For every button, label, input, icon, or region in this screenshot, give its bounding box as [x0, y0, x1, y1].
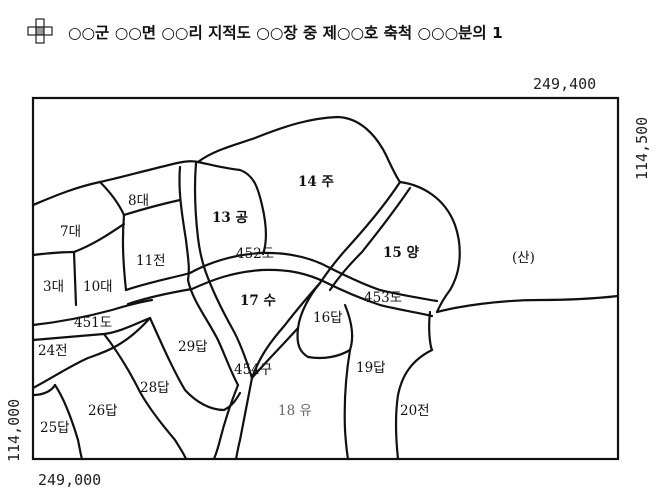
parcel-label-16: 16답 — [313, 310, 343, 326]
parcel-label-17: 17 수 — [240, 293, 276, 309]
map-sheet-index-icon — [27, 18, 53, 44]
map-frame — [31, 96, 620, 461]
parcel-label-18: 18 유 — [278, 403, 312, 419]
coord-right-y: 114,500 — [633, 117, 651, 180]
road-network — [124, 161, 439, 461]
coord-top-right-x: 249,400 — [533, 75, 596, 93]
parcel-label-19: 19답 — [356, 360, 386, 376]
parcel-label-29: 29답 — [178, 339, 208, 355]
coord-bottom-left-x: 249,000 — [38, 471, 101, 489]
road-label-452: 452도 — [236, 246, 274, 262]
parcel-label-7: 7대 — [60, 224, 81, 240]
parcel-label-28: 28답 — [140, 380, 170, 396]
parcel-label-14: 14 주 — [298, 174, 334, 190]
road-label-453: 453도 — [364, 290, 402, 306]
road-label-454: 454구 — [234, 362, 272, 378]
coord-left-y: 114,000 — [5, 399, 23, 462]
parcel-label-10: 10대 — [83, 279, 113, 295]
parcel-label-25: 25답 — [40, 420, 70, 436]
road-label-451: 451도 — [74, 315, 112, 331]
parcel-label-mountain: (산) — [512, 250, 535, 266]
parcel-label-26: 26답 — [88, 403, 118, 419]
parcel-label-15: 15 양 — [383, 245, 419, 261]
parcel-boundaries — [31, 115, 620, 461]
parcel-label-11: 11전 — [136, 253, 166, 269]
parcel-label-20: 20전 — [400, 403, 430, 419]
map-title: ○○군 ○○면 ○○리 지적도 ○○장 중 제○○호 축척 ○○○분의 1 — [68, 23, 503, 42]
parcel-label-24: 24전 — [38, 343, 68, 359]
parcel-label-13: 13 공 — [212, 210, 248, 226]
parcel-label-3: 3대 — [43, 279, 64, 295]
parcel-label-8: 8대 — [128, 193, 149, 209]
